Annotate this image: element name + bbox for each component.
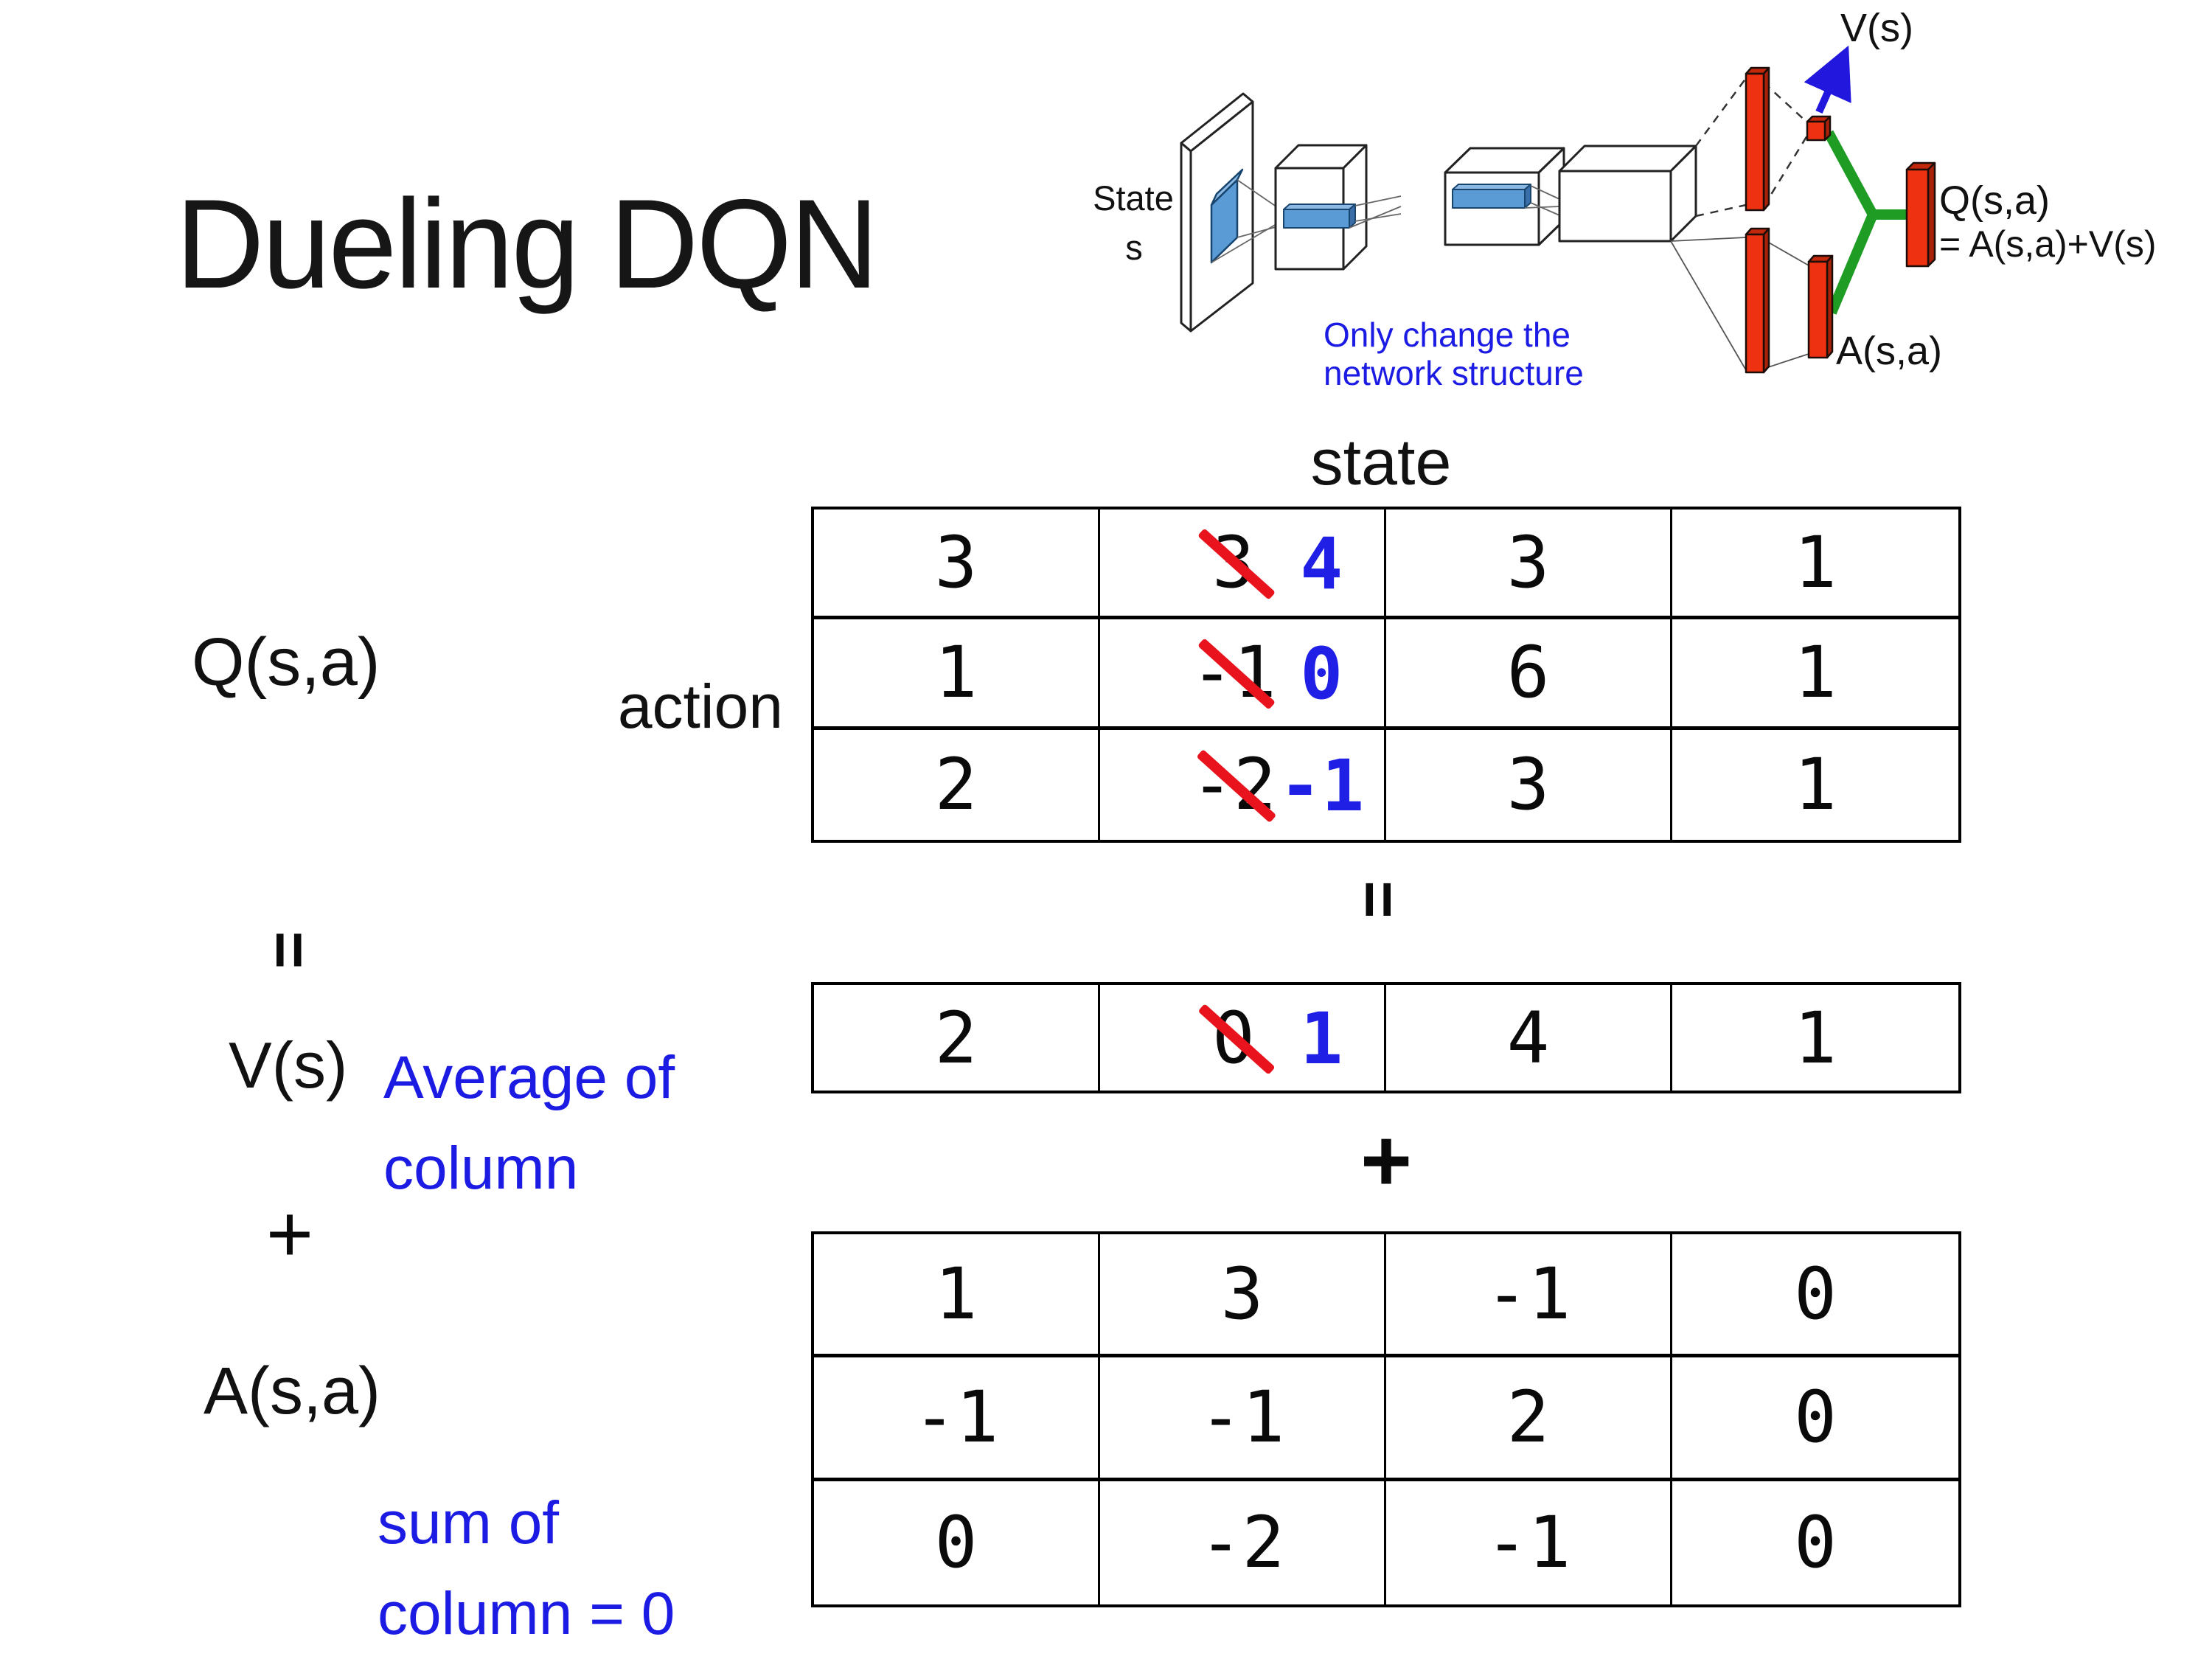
v-cell-c0: 2 [814, 985, 1100, 1091]
a-cell-r0c3: 0 [1672, 1234, 1958, 1358]
q-cell-r2c0: 2 [814, 729, 1100, 840]
q-output-label-line2: = A(s,a)+V(s) [1939, 223, 2157, 265]
average-of-column-note: Average of column [383, 1032, 675, 1214]
q-cell-r0c1-updated: 3 4 [1100, 509, 1386, 620]
state-axis-label: state [1310, 425, 1452, 498]
plus-sign-middle: + [1360, 1111, 1413, 1210]
q-function-label: Q(s,a) [192, 625, 380, 700]
a-cell-r1c3: 0 [1672, 1357, 1958, 1481]
v-new-value: 1 [1300, 997, 1343, 1080]
sum-note-line1: sum of [378, 1489, 560, 1557]
network-note-line2: network structure [1324, 354, 1584, 392]
feature-bar-1 [1283, 204, 1356, 229]
q-cell-r0c0: 3 [814, 509, 1100, 620]
q-cell-r0c3: 1 [1672, 509, 1958, 620]
sum-note-line2: column = 0 [378, 1580, 675, 1647]
q-new-value: 0 [1300, 632, 1343, 715]
q-output-label-line1: Q(s,a) [1939, 178, 2050, 223]
a-branch-lines [1670, 237, 1809, 371]
q-cell-r1c1-updated: -1 0 [1100, 619, 1386, 730]
v-cell-c2: 4 [1386, 985, 1672, 1091]
projection-lines-3 [1524, 185, 1560, 216]
q-cell-r2c1-updated: -2 -1 [1100, 729, 1386, 840]
a-output-label: A(s,a) [1836, 329, 1942, 373]
network-note-line1: Only change the [1324, 316, 1571, 354]
state-value-row: 2 0 1 4 1 [811, 982, 1961, 1093]
action-axis-label: action [617, 672, 783, 741]
a-vector-node [1807, 254, 1834, 359]
q-cell-r2c3: 1 [1794, 743, 1837, 827]
v-cell-c1-updated: 0 1 [1100, 985, 1386, 1091]
q-cell-r2c2: 3 [1386, 729, 1672, 840]
a-cell-r1c2: 2 [1386, 1357, 1672, 1481]
v-branch-dashed-lines [1694, 77, 1809, 218]
a-cell-r2c0: 0 [814, 1481, 1100, 1604]
equals-sign-left: = [254, 931, 327, 970]
v-output-label: V(s) [1840, 6, 1913, 50]
a-cell-r2c3: 0 [1794, 1501, 1837, 1585]
a-cell-r0c2: -1 [1386, 1234, 1672, 1358]
sum-of-column-note: sum of column = 0 [378, 1478, 675, 1659]
a-cell-r0c0: 1 [814, 1234, 1100, 1358]
page-title: Dueling DQN [175, 173, 879, 315]
q-value-table: 3 3 4 3 1 1 -1 0 6 1 2 -2 -1 3 1 [811, 507, 1961, 843]
q-output-bar [1905, 161, 1936, 268]
merge-y-connector [1823, 130, 1907, 315]
a-cell-r2c2: -1 [1386, 1481, 1672, 1604]
conv-filter-icon [1210, 168, 1244, 264]
hidden-bar-top [1745, 66, 1770, 212]
equals-sign-middle: = [1343, 880, 1416, 919]
hidden-bar-bottom [1745, 227, 1770, 374]
v-scalar-node [1806, 115, 1832, 142]
feature-bar-2 [1452, 184, 1531, 209]
q-new-value: 4 [1300, 522, 1343, 605]
q-cell-r1c0: 1 [814, 619, 1100, 730]
a-cell-r0c1: 3 [1100, 1234, 1386, 1358]
average-note-line2: column [383, 1135, 579, 1202]
a-cell-r1c0: -1 [814, 1357, 1100, 1481]
v-cell-c3: 1 [1794, 996, 1837, 1079]
state-input-label-line2: s [1125, 228, 1143, 267]
plus-sign-left: + [265, 1188, 314, 1279]
a-cell-r2c1: -2 [1100, 1481, 1386, 1604]
q-cell-r0c2: 3 [1386, 509, 1672, 620]
q-cell-r1c2: 6 [1386, 619, 1672, 730]
average-note-line1: Average of [383, 1044, 675, 1111]
dueling-network-diagram: State s V(s) A(s,a) Q(s,a) = A(s,a)+V(s)… [1093, 6, 2157, 392]
projection-lines-2 [1349, 195, 1402, 229]
v-function-label: V(s) [229, 1029, 348, 1102]
advantage-table: 1 3 -1 0 -1 -1 2 0 0 -2 -1 0 [811, 1231, 1961, 1607]
advantage-function-label: A(s,a) [204, 1354, 381, 1428]
fc-box [1558, 145, 1697, 243]
state-input-label-line1: State [1093, 178, 1174, 218]
v-output-arrow [1804, 45, 1851, 114]
q-cell-r1c3: 1 [1672, 619, 1958, 730]
a-cell-r1c1: -1 [1100, 1357, 1386, 1481]
q-new-value: -1 [1279, 744, 1365, 827]
